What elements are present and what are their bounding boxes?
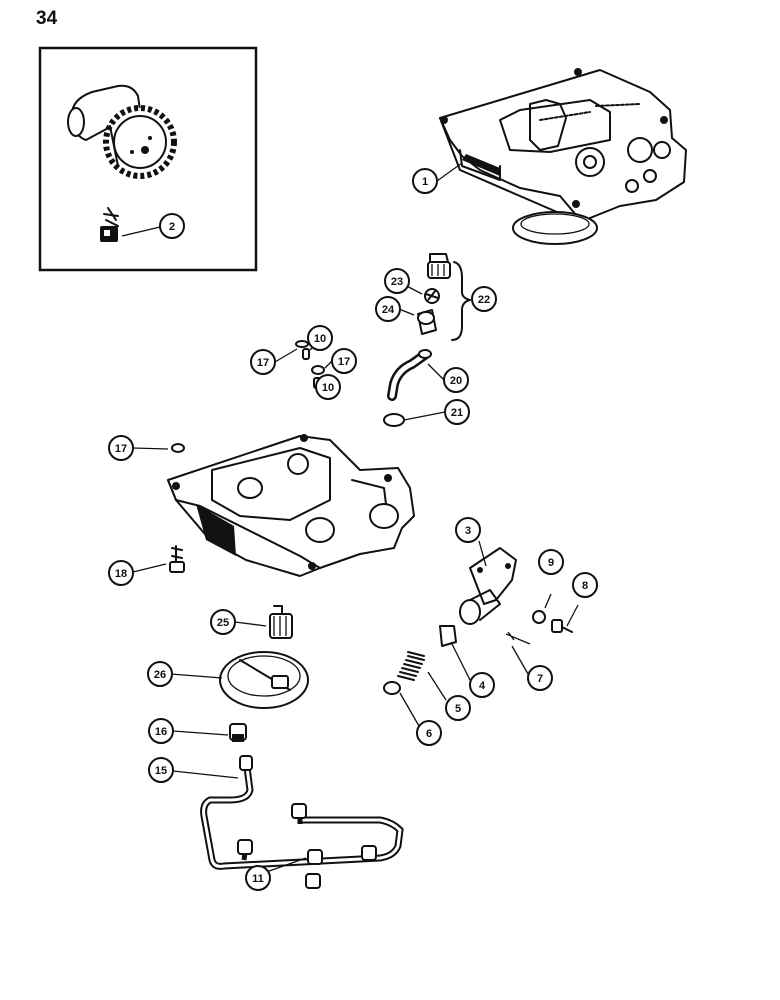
callout-10-lower: 10: [315, 374, 341, 400]
callout-6: 6: [416, 720, 442, 746]
svg-text:23: 23: [391, 276, 403, 288]
callout-9: 9: [538, 549, 564, 575]
pump-gear-illustration: [67, 84, 177, 179]
washer-17-illustration: [171, 443, 185, 453]
bolt-18-illustration: [169, 545, 185, 573]
svg-text:22: 22: [478, 294, 490, 306]
callout-17-right: 17: [331, 348, 357, 374]
svg-text:25: 25: [217, 617, 229, 629]
valve-cap-illustration: [459, 547, 517, 625]
svg-text:9: 9: [548, 557, 554, 569]
svg-text:17: 17: [257, 357, 269, 369]
pump-housing-illustration: [167, 434, 415, 577]
svg-text:18: 18: [115, 568, 127, 580]
svg-text:1: 1: [422, 176, 428, 188]
leader-lines: [121, 162, 579, 877]
callout-17-housing: 17: [108, 435, 134, 461]
svg-text:20: 20: [450, 375, 462, 387]
page-number: 34: [36, 8, 58, 29]
callout-22: 22: [471, 286, 497, 312]
callout-1: 1: [412, 168, 438, 194]
callout-20: 20: [443, 367, 469, 393]
callout-10-upper: 10: [307, 325, 333, 351]
svg-text:10: 10: [314, 333, 326, 345]
svg-text:17: 17: [115, 443, 127, 455]
callout-25: 25: [210, 609, 236, 635]
callout-23: 23: [384, 268, 410, 294]
svg-text:24: 24: [382, 304, 395, 316]
pump-cover-illustration: [219, 651, 309, 709]
callouts: 1 2 3 4 5 6 7 8 9 10 10 11 15 16 17 17 1…: [108, 168, 598, 891]
svg-text:7: 7: [537, 673, 543, 685]
callout-21: 21: [444, 399, 470, 425]
plug-25-illustration: [269, 605, 293, 639]
svg-text:5: 5: [455, 703, 461, 715]
svg-text:17: 17: [338, 356, 350, 368]
svg-text:6: 6: [426, 728, 432, 740]
svg-text:16: 16: [155, 726, 167, 738]
svg-text:10: 10: [322, 382, 334, 394]
svg-text:11: 11: [252, 873, 264, 885]
oil-pump-assembly-illustration: [439, 68, 687, 245]
svg-text:4: 4: [479, 680, 486, 692]
callout-18: 18: [108, 560, 134, 586]
svg-text:21: 21: [451, 407, 463, 419]
relief-valve-parts-illustration: [383, 625, 457, 695]
callout-17-pins: 17: [250, 349, 276, 375]
callout-11: 11: [245, 865, 271, 891]
callout-7: 7: [527, 665, 553, 691]
callout-26: 26: [147, 661, 173, 687]
elbow-tube-illustration: [383, 349, 432, 427]
hardware-7-8-9-illustration: [505, 610, 573, 645]
fitting-16-illustration: [229, 723, 247, 742]
svg-text:26: 26: [154, 669, 166, 681]
svg-text:8: 8: [582, 580, 588, 592]
callout-24: 24: [375, 296, 401, 322]
oil-tube-assembly-illustration: [200, 755, 404, 889]
callout-16: 16: [148, 718, 174, 744]
svg-text:15: 15: [155, 765, 167, 777]
callout-2: 2: [159, 213, 185, 239]
svg-text:2: 2: [169, 221, 175, 233]
callout-8: 8: [572, 572, 598, 598]
fitting-stack-illustration: [417, 253, 471, 341]
callout-3: 3: [455, 517, 481, 543]
callout-5: 5: [445, 695, 471, 721]
svg-text:3: 3: [465, 525, 471, 537]
callout-4: 4: [469, 672, 495, 698]
inset-frame: [38, 46, 258, 272]
callout-15: 15: [148, 757, 174, 783]
inset-bolt-illustration: [100, 207, 119, 242]
